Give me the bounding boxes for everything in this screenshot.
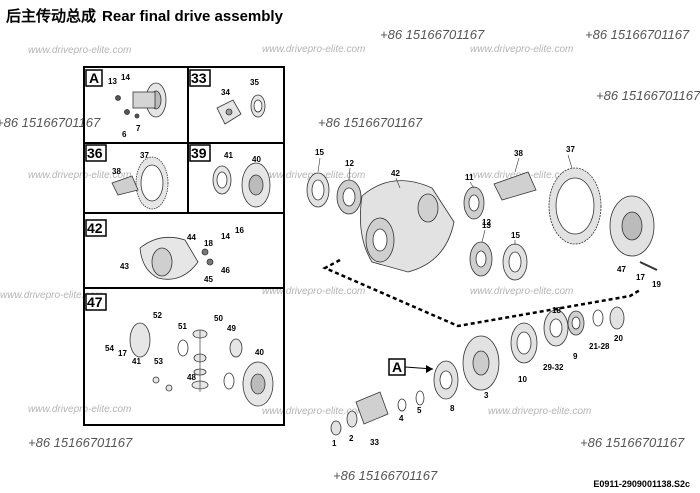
label-37: 37 [566,145,575,154]
label-8: 8 [450,404,455,413]
label-54: 54 [105,344,114,353]
inset-frames [83,66,285,426]
watermark: www.drivepro-elite.com [28,45,132,56]
watermark: www.drivepro-elite.com [0,290,104,301]
callout-a-arrowhead [426,365,433,373]
inset-label-a: A [89,70,99,86]
label-13: 13 [482,221,491,230]
label-33: 33 [370,438,379,447]
label-11: 11 [465,173,474,182]
label-44: 44 [187,233,196,242]
phone-watermark: +86 15166701167 [580,435,685,450]
watermark: www.drivepro-elite.com [470,286,574,297]
inset-36-drawing [111,156,169,210]
label-17-inset: 17 [118,349,127,358]
label-49: 49 [227,324,236,333]
label-38-inset: 38 [112,167,121,176]
label-20: 20 [614,334,623,343]
assembly-boundary [322,258,641,328]
label-15: 15 [315,148,324,157]
inset-label-boxes [85,69,211,311]
label-10: 10 [518,375,527,384]
label-21-28: 21-28 [589,342,610,351]
label-53: 53 [154,357,163,366]
label-40-inset: 40 [252,155,261,164]
label-51: 51 [178,322,187,331]
label-17: 17 [636,273,645,282]
drawing-code: E0911-2909001138.S2c [593,479,690,489]
leader-lines [317,154,573,245]
inset-42-drawing [139,236,214,280]
label-34: 34 [221,88,230,97]
label-3: 3 [484,391,489,400]
label-47: 47 [617,265,626,274]
phone-watermark: +86 15166701167 [28,435,133,450]
label-45: 45 [204,275,213,284]
phone-watermark: +86 15166701167 [0,115,101,130]
label-37-inset: 37 [140,151,149,160]
phone-watermark: +86 15166701167 [596,88,700,103]
label-14-inset: 14 [221,232,230,241]
watermark: www.drivepro-elite.com [28,170,132,181]
phone-watermark: +86 15166701167 [585,27,690,42]
label-43: 43 [120,262,129,271]
label-50: 50 [214,314,223,323]
watermark: www.drivepro-elite.com [28,404,132,415]
callout-a-label: A [392,359,402,375]
inset-47-drawing [129,322,274,407]
watermark: www.drivepro-elite.com [262,44,366,55]
label-14: 14 [121,73,130,82]
label-12-lower: 12 [482,218,491,227]
label-38: 38 [514,149,523,158]
label-52: 52 [153,311,162,320]
title-cn: 后主传动总成 [6,8,97,25]
label-5: 5 [417,406,422,415]
label-42: 42 [391,169,400,178]
title-en: Rear final drive assembly [102,8,283,25]
label-35: 35 [250,78,259,87]
label-18-inset: 18 [204,239,213,248]
label-13: 13 [108,77,117,86]
label-15-lower: 15 [511,231,520,240]
watermark: www.drivepro-elite.com [262,406,366,417]
inset-33-drawing [216,94,266,125]
phone-watermark: +86 15166701167 [318,115,423,130]
label-41-inset: 41 [224,151,233,160]
label-4: 4 [399,414,404,423]
main-parts [306,167,658,436]
label-9: 9 [573,352,578,361]
label-19: 19 [652,280,661,289]
inset-a-drawing [115,82,167,119]
watermark: www.drivepro-elite.com [470,44,574,55]
label-18: 18 [552,306,561,315]
label-1: 1 [332,439,337,448]
inset-label-42: 42 [87,220,103,236]
watermark: www.drivepro-elite.com [488,406,592,417]
inset-39-drawing [212,162,271,208]
inset-label-47: 47 [87,294,103,310]
label-46: 46 [221,266,230,275]
page-title: 后主传动总成 Rear final drive assembly [6,5,283,26]
label-40-diff: 40 [255,348,264,357]
phone-watermark: +86 15166701167 [333,468,438,483]
watermark: www.drivepro-elite.com [262,286,366,297]
inset-label-36: 36 [87,145,103,161]
label-16: 16 [235,226,244,235]
label-6: 6 [122,130,127,139]
inset-label-33: 33 [191,70,207,86]
label-29-32: 29-32 [543,363,564,372]
label-12: 12 [345,159,354,168]
label-41-diff: 41 [132,357,141,366]
label-2: 2 [349,434,354,443]
phone-watermark: +86 15166701167 [380,27,485,42]
label-7: 7 [136,124,141,133]
label-48: 48 [187,373,196,382]
inset-label-39: 39 [191,145,207,161]
